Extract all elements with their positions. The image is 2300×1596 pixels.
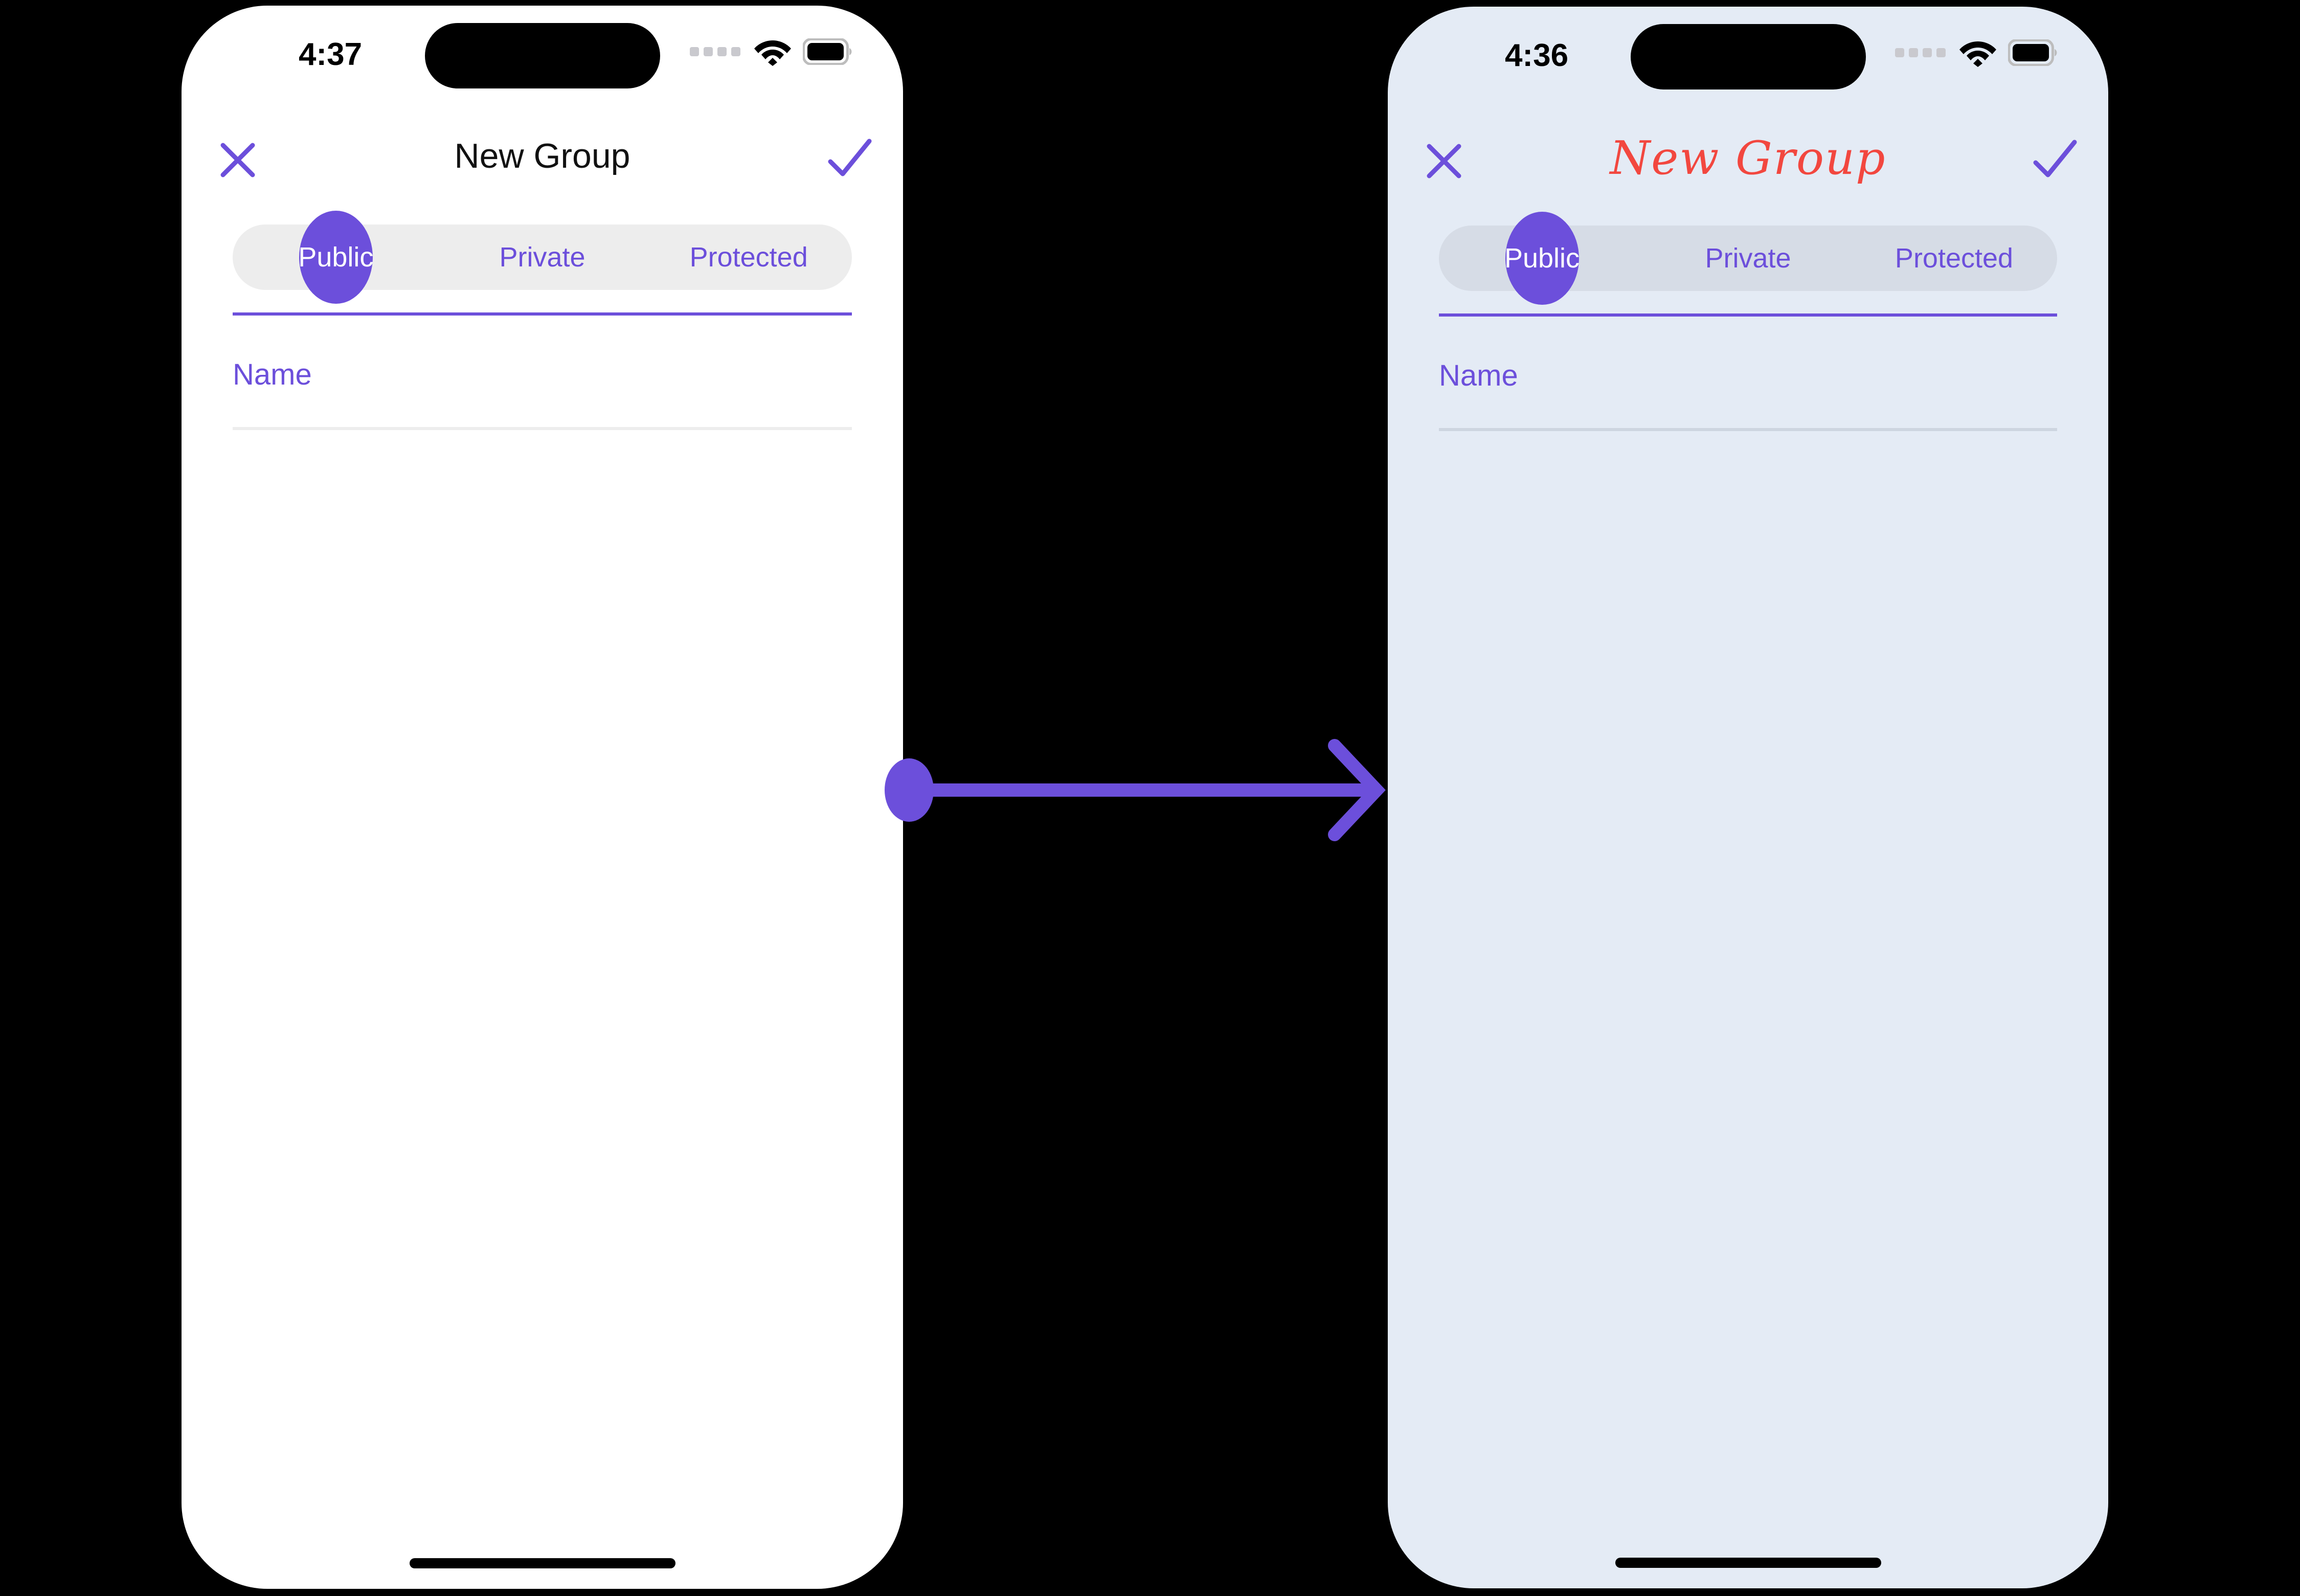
segment-private[interactable]: Private: [439, 224, 646, 290]
segment-label: Private: [1705, 243, 1791, 274]
battery-icon: [803, 38, 852, 65]
name-field[interactable]: Name: [233, 338, 852, 430]
segment-public[interactable]: Public: [233, 211, 439, 304]
name-field-underline: [1439, 428, 2057, 431]
nav-bar-before: New Group: [182, 124, 903, 206]
name-field-placeholder: Name: [233, 358, 312, 391]
visibility-segmented-control[interactable]: Public Private Protected: [233, 211, 852, 317]
visibility-segmented-control[interactable]: Public Private Protected: [1439, 212, 2057, 318]
status-indicators: [1895, 38, 2057, 67]
segment-protected[interactable]: Protected: [645, 224, 852, 290]
segment-label: Protected: [1895, 243, 2014, 274]
segment-label: Public: [1504, 243, 1580, 274]
segment-underline: [1439, 313, 2057, 317]
name-field[interactable]: Name: [1439, 339, 2057, 431]
home-indicator: [409, 1558, 675, 1568]
dynamic-island: [424, 23, 660, 88]
phone-after: 4:36: [1388, 7, 2108, 1588]
status-indicators: [690, 37, 852, 66]
check-icon: [2033, 140, 2077, 177]
home-indicator: [1615, 1558, 1881, 1568]
close-button[interactable]: [1417, 134, 1471, 188]
segment-public[interactable]: Public: [1439, 212, 1645, 305]
segment-underline: [233, 312, 852, 316]
phone-before: 4:37: [182, 6, 903, 1589]
wifi-icon: [754, 40, 791, 66]
page-title: New Group: [454, 137, 630, 175]
name-field-underline: [233, 427, 852, 430]
segment-items: Public Private Protected: [233, 211, 852, 304]
nav-bar-after: New Group: [1388, 125, 2108, 207]
close-icon: [220, 143, 255, 177]
segment-selection-indicator: [299, 211, 373, 304]
status-bar-before: 4:37: [182, 6, 903, 97]
confirm-button[interactable]: [821, 129, 878, 187]
battery-icon: [2008, 39, 2057, 66]
segment-label: Public: [298, 242, 374, 273]
segment-protected[interactable]: Protected: [1851, 226, 2057, 291]
name-field-placeholder: Name: [1439, 359, 1518, 392]
segment-items: Public Private Protected: [1439, 212, 2057, 305]
segment-label: Private: [499, 242, 585, 273]
arrow-right-icon: [885, 739, 1386, 841]
segment-private[interactable]: Private: [1645, 226, 1851, 291]
page-title: New Group: [1610, 131, 1886, 185]
check-icon: [828, 139, 872, 176]
close-icon: [1427, 144, 1461, 178]
wifi-icon: [1959, 41, 1996, 67]
status-time: 4:36: [1504, 38, 1569, 73]
status-bar-after: 4:36: [1388, 7, 2108, 98]
cellular-dots-icon: [1895, 48, 1946, 57]
status-time: 4:37: [298, 37, 363, 72]
transition-arrow: [885, 736, 1396, 844]
close-button[interactable]: [211, 133, 264, 187]
cellular-dots-icon: [690, 47, 740, 56]
segment-selection-indicator: [1505, 212, 1579, 305]
segment-label: Protected: [689, 242, 808, 273]
dynamic-island: [1630, 24, 1866, 89]
confirm-button[interactable]: [2026, 130, 2084, 188]
